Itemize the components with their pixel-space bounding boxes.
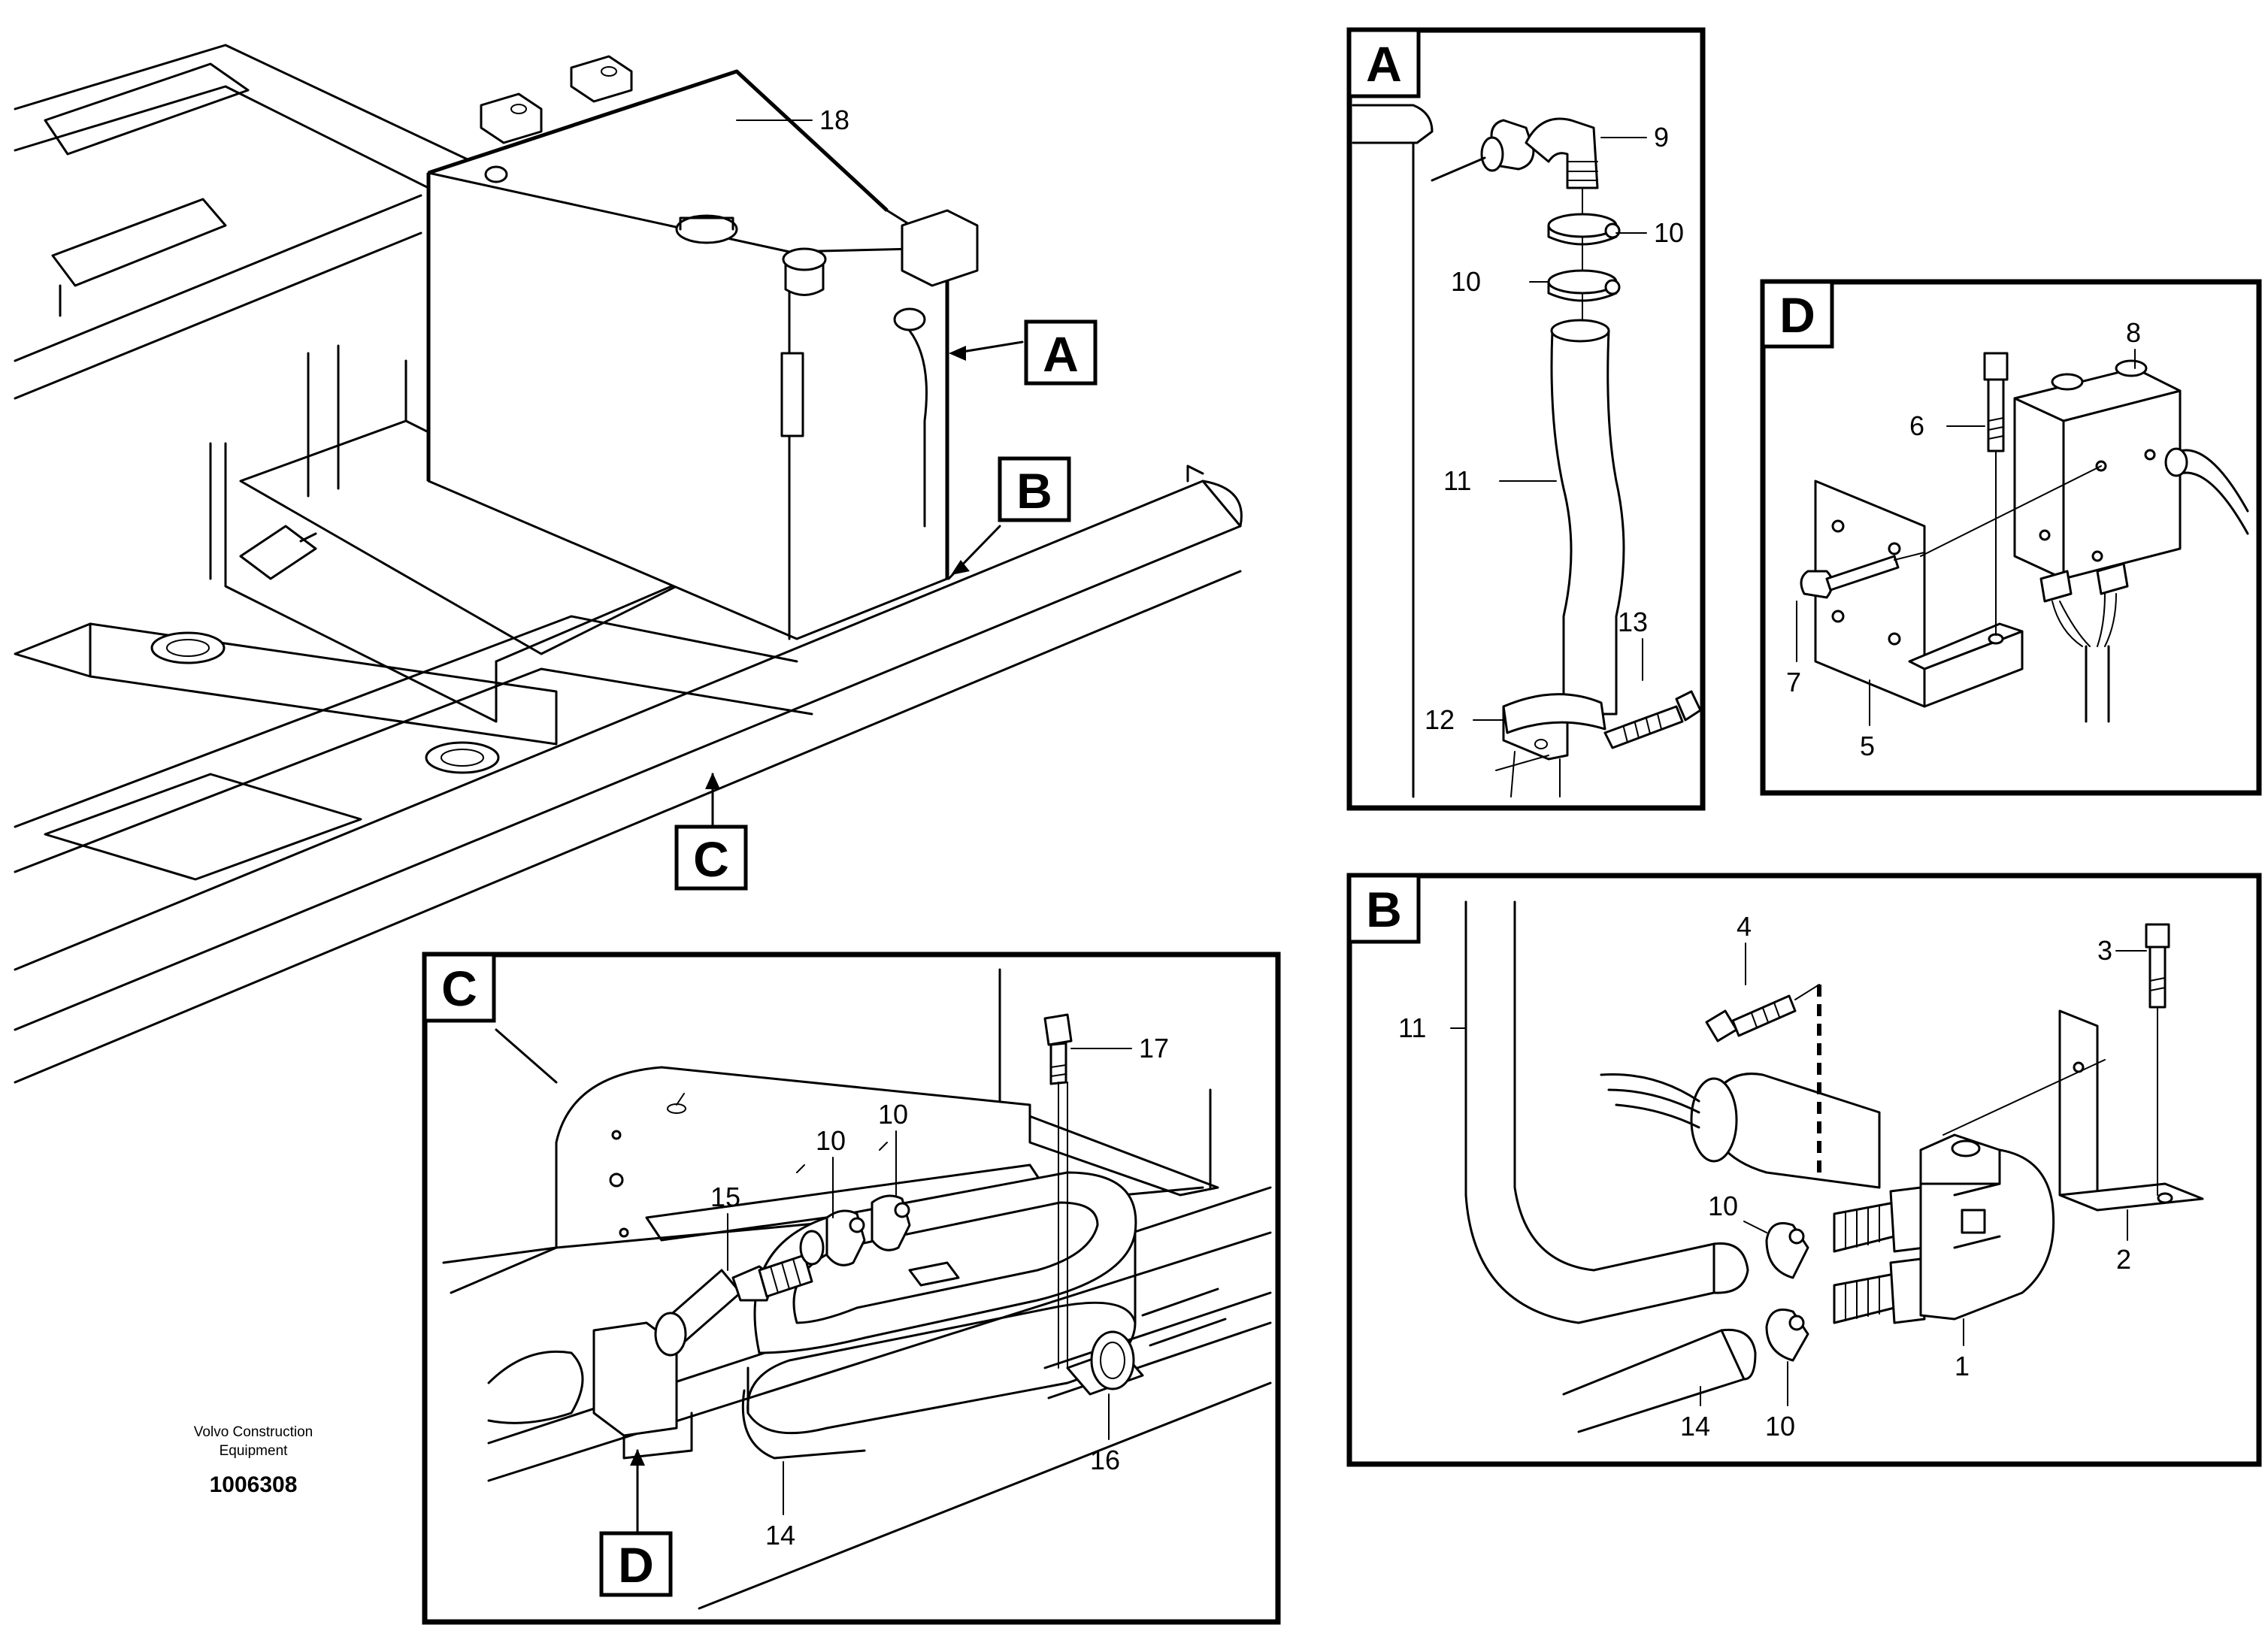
callout-18: 18 xyxy=(819,104,849,135)
callout-c-17: 17 xyxy=(1139,1033,1169,1064)
callout-a-10-lower: 10 xyxy=(1451,266,1481,297)
callout-d-8: 8 xyxy=(2126,317,2141,348)
callout-d-5: 5 xyxy=(1860,731,1875,761)
callout-a-10-top: 10 xyxy=(1654,217,1684,248)
callout-c-15: 15 xyxy=(710,1182,740,1212)
callout-a-9: 9 xyxy=(1654,122,1669,153)
callout-c-16: 16 xyxy=(1090,1445,1120,1475)
detail-a: A 9 10 10 xyxy=(1346,27,1706,811)
callout-b-14: 14 xyxy=(1680,1411,1710,1442)
callout-b-2: 2 xyxy=(2116,1244,2131,1275)
detail-c-tag: C xyxy=(441,961,477,1016)
callout-a-11: 11 xyxy=(1443,465,1471,496)
detail-c: C xyxy=(422,952,1281,1625)
callout-b-11: 11 xyxy=(1398,1012,1426,1043)
callout-d-7: 7 xyxy=(1786,667,1801,697)
callout-b-3: 3 xyxy=(2097,935,2112,966)
callout-b-10-upper: 10 xyxy=(1708,1191,1738,1221)
detail-tag-c: C xyxy=(693,831,729,887)
credit-line-2: Equipment xyxy=(220,1443,289,1459)
detail-a-tag: A xyxy=(1366,36,1402,92)
callout-b-1: 1 xyxy=(1955,1351,1970,1381)
callout-c-10-right: 10 xyxy=(878,1099,908,1130)
detail-b-tag: B xyxy=(1366,882,1402,937)
callout-c-14: 14 xyxy=(765,1520,795,1551)
detail-c-tag-d: D xyxy=(618,1537,654,1593)
callout-a-12: 12 xyxy=(1425,704,1455,735)
callout-b-10-lower: 10 xyxy=(1765,1411,1795,1442)
detail-d: D xyxy=(1760,279,2262,796)
detail-tag-b: B xyxy=(1016,463,1052,519)
detail-tag-a: A xyxy=(1043,326,1079,382)
document-number: 1006308 xyxy=(210,1472,298,1497)
detail-d-tag: D xyxy=(1779,287,1815,343)
callout-c-10-left: 10 xyxy=(816,1125,846,1156)
credit-line-1: Volvo Construction xyxy=(194,1424,313,1440)
callout-b-4: 4 xyxy=(1737,911,1752,942)
detail-b: B xyxy=(1346,873,2262,1467)
main-view: 18 A B C xyxy=(14,44,1243,1084)
callout-a-13: 13 xyxy=(1618,607,1648,637)
callout-d-6: 6 xyxy=(1909,410,1924,441)
